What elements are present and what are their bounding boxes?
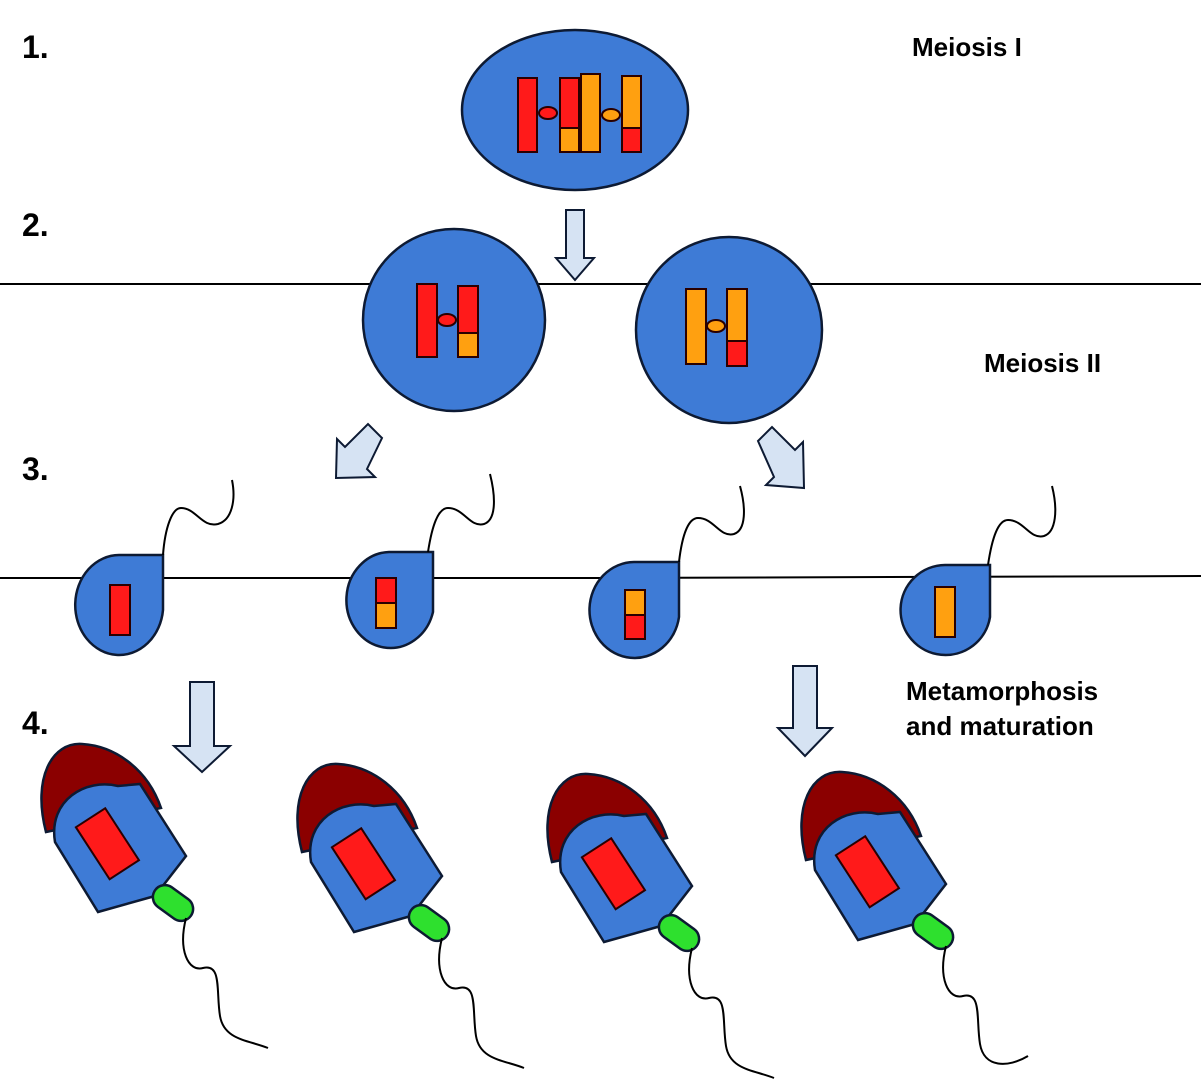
spermatid-3	[588, 485, 745, 660]
sperm-4-midpiece	[911, 911, 955, 951]
spermatid-1-flagellum	[162, 479, 235, 556]
arrow-down-right-metamorphosis	[775, 665, 835, 758]
arrow-diagonal-right	[756, 425, 806, 490]
sperm-2-nucleus	[330, 826, 397, 901]
chromosome-red-left	[416, 283, 438, 358]
secondary-spermatocyte-right	[634, 235, 824, 425]
centromere-right-cell	[706, 319, 726, 333]
sperm-3	[546, 772, 775, 1079]
sperm-4-tail	[942, 945, 1029, 1065]
chromosome-orange-2-top	[621, 75, 642, 129]
arrow-down-left-metamorphosis	[171, 681, 233, 774]
sperm-3-tail	[688, 947, 775, 1079]
sperm-3-nucleus	[580, 836, 647, 911]
chromosome-red-right-top	[457, 285, 479, 334]
centromere-orange	[601, 108, 621, 122]
spermatid-4	[899, 485, 1057, 657]
sperm-2-midpiece	[407, 903, 451, 943]
chromosome-orange-1	[580, 73, 601, 153]
sperm-4	[800, 770, 1029, 1065]
spermatid-4-flagellum	[987, 485, 1057, 566]
primary-spermatocyte	[460, 28, 690, 192]
meiosis-one-label: Meiosis I	[912, 32, 1022, 62]
spermatid-3-flagellum	[678, 485, 745, 563]
spermatid-3-chromosome-top	[624, 589, 646, 616]
sperm-1-tail	[182, 917, 269, 1049]
chromosome-red-1	[517, 77, 538, 153]
arrow-diagonal-left	[334, 422, 384, 480]
spermatid-1	[74, 479, 235, 657]
centromere-red	[538, 106, 558, 120]
step-label-4: 4.	[22, 705, 49, 741]
spermatid-2	[345, 473, 495, 650]
metamorphosis-label-line1: Metamorphosis	[906, 676, 1098, 706]
meiosis-two-label: Meiosis II	[984, 348, 1101, 378]
step-label-3: 3.	[22, 451, 49, 487]
spermatid-2-chromosome-bottom	[375, 602, 397, 629]
step-label-2: 2.	[22, 207, 49, 243]
spermatid-1-chromosome	[109, 584, 131, 636]
centromere-left-cell	[437, 313, 457, 327]
sperm-2-tail	[438, 937, 525, 1069]
sperm-1-midpiece	[151, 883, 195, 923]
spermatid-3-chromosome-bottom	[624, 614, 646, 640]
chromosome-orange-right-bottom	[726, 340, 748, 367]
arrow-down-meiosis-one	[553, 209, 597, 282]
chromosome-orange-left	[685, 288, 707, 365]
secondary-spermatocyte-left	[361, 227, 547, 413]
spermatid-2-chromosome-top	[375, 577, 397, 604]
sperm-4-nucleus	[834, 834, 901, 909]
spermatid-2-flagellum	[427, 473, 495, 553]
metamorphosis-label-line2: and maturation	[906, 711, 1094, 741]
step-label-1: 1.	[22, 29, 49, 65]
sperm-1	[40, 742, 269, 1049]
spermatid-4-chromosome	[934, 586, 956, 638]
sperm-3-midpiece	[657, 913, 701, 953]
chromosome-orange-right-top	[726, 288, 748, 342]
chromosome-red-2-top	[559, 77, 580, 129]
chromosome-red-right-bottom	[457, 332, 479, 358]
sperm-1-nucleus	[74, 806, 141, 881]
chromosome-red-2-bottom	[559, 127, 580, 153]
sperm-2	[296, 762, 525, 1069]
chromosome-orange-2-bottom	[621, 127, 642, 153]
